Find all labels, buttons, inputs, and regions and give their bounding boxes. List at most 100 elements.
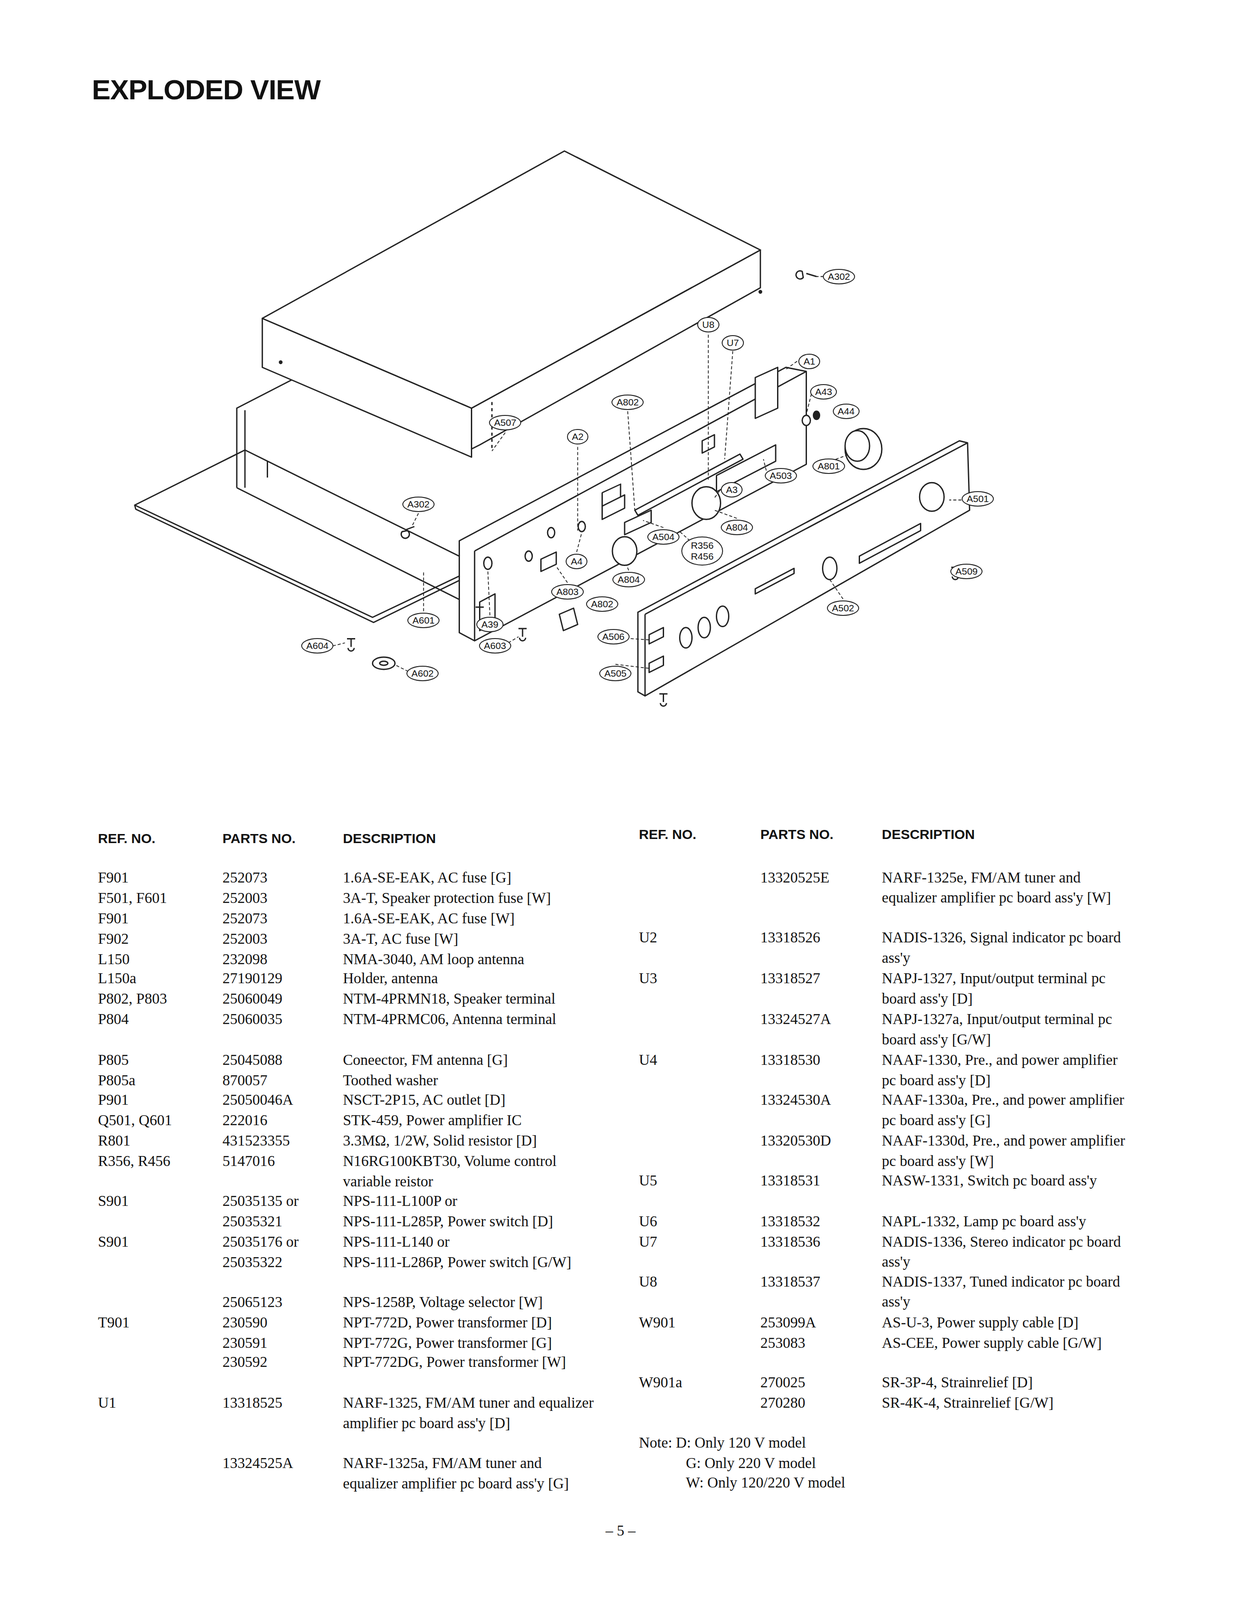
ref-number: U7	[639, 1232, 658, 1253]
part-description: NSCT-2P15, AC outlet [D]	[342, 1090, 601, 1111]
leader-lines	[332, 276, 962, 672]
part-description: NMA-3040, AM loop antenna	[342, 949, 601, 970]
part-number: 870057	[222, 1070, 268, 1091]
top-cover	[262, 151, 762, 458]
callout-number: A506	[597, 629, 630, 645]
part-number: 25035176 or	[222, 1232, 299, 1253]
callout-text: A803	[556, 586, 579, 598]
part-description: 1.6A-SE-EAK, AC fuse [W]	[342, 908, 601, 929]
drawing-stroke	[714, 490, 720, 499]
drawing-stroke	[679, 627, 693, 649]
callout-number: A603	[479, 638, 512, 654]
callout-number: A804	[720, 519, 753, 536]
callout-text: A504	[652, 531, 675, 543]
drawing-stroke	[802, 415, 811, 426]
callout-text: A2	[572, 431, 584, 443]
drawing-stroke	[645, 443, 968, 615]
drawing-stroke	[859, 523, 921, 564]
part-description: NADIS-1337, Tuned indicator pc board ass…	[881, 1271, 1130, 1313]
callout-text: A4	[570, 556, 583, 568]
drawing-stroke	[279, 361, 282, 364]
ref-number: P805	[97, 1050, 129, 1071]
ref-number: F902	[97, 928, 129, 950]
part-description: NPS-111-L285P, Power switch [D]	[342, 1211, 601, 1233]
callout-number: R356 R456	[681, 536, 723, 566]
screws	[347, 270, 960, 707]
callout-number: A803	[551, 584, 584, 600]
drawing-stroke	[262, 151, 761, 409]
drawing-stroke	[474, 551, 476, 641]
drawing-stroke	[759, 290, 762, 294]
ref-number: L150	[97, 949, 130, 970]
part-number: 13320530D	[760, 1130, 832, 1152]
callout-text: U7	[726, 337, 739, 349]
drawing-stroke	[578, 521, 586, 533]
drawing-stroke	[644, 614, 646, 697]
callout-text: A602	[411, 668, 434, 680]
callout-number: A504	[647, 529, 680, 545]
ref-number: P802, P803	[97, 988, 167, 1010]
ref-number: U8	[639, 1271, 658, 1293]
part-description: NARF-1325, FM/AM tuner and equalizer amp…	[342, 1393, 601, 1434]
callout-number: A502	[826, 600, 860, 617]
drawing-stroke	[236, 488, 465, 603]
drawing-stroke	[796, 270, 817, 279]
part-description: 1.6A-SE-EAK, AC fuse [G]	[342, 867, 601, 889]
part-number: 13318525	[222, 1393, 283, 1414]
callout-number: A601	[407, 612, 440, 629]
drawing-stroke	[488, 571, 491, 616]
front-panel	[637, 440, 970, 697]
drawing-stroke	[813, 411, 820, 420]
part-description: STK-459, Power amplifier IC	[342, 1110, 601, 1131]
column-header: DESCRIPTION	[881, 824, 975, 846]
ref-number: F901	[97, 908, 129, 929]
part-number: 13318531	[760, 1170, 821, 1192]
callout-text: A43	[815, 386, 832, 398]
page-number: – 5 –	[605, 1520, 636, 1542]
part-number: 25035322	[222, 1252, 283, 1273]
drawing-stroke	[379, 661, 388, 666]
callout-text: A501	[966, 493, 989, 505]
part-description: NPT-772G, Power transformer [G]	[342, 1333, 601, 1354]
part-number: 270280	[760, 1393, 806, 1414]
drawing-stroke	[698, 617, 711, 638]
part-description: SR-4K-4, Strainrelief [G/W]	[881, 1393, 1130, 1414]
part-number: 230592	[222, 1352, 268, 1373]
drawing-stroke	[559, 608, 578, 631]
callout-text: A801	[817, 460, 840, 472]
drawing-stroke	[626, 565, 630, 571]
ref-number: W901	[639, 1312, 676, 1334]
drawing-stroke	[556, 566, 568, 583]
part-description: NAPL-1332, Lamp pc board ass'y	[881, 1211, 1130, 1233]
ref-number: U2	[639, 927, 658, 949]
part-number: 13324527A	[760, 1009, 832, 1030]
drawing-stroke	[845, 430, 870, 462]
callout-number: A503	[764, 468, 797, 484]
part-description: NAPJ-1327, Input/output terminal pc boar…	[881, 968, 1130, 1009]
callout-number: A1	[798, 353, 821, 370]
ref-number: Q501, Q601	[97, 1110, 172, 1131]
column-header: PARTS NO.	[222, 828, 296, 850]
part-description: NARF-1325a, FM/AM tuner and equalizer am…	[342, 1453, 601, 1494]
part-description: Toothed washer	[342, 1070, 601, 1091]
callout-number: A602	[406, 665, 439, 682]
callout-number: A302	[402, 496, 435, 513]
callout-text: A44	[837, 405, 855, 417]
callout-text: A1	[803, 356, 816, 367]
callout-number: A802	[586, 596, 619, 612]
part-number: 5147016	[222, 1151, 276, 1172]
part-description: 3.3MΩ, 1/2W, Solid resistor [D]	[342, 1130, 601, 1152]
ref-number: U1	[97, 1393, 117, 1414]
part-description: Coneector, FM antenna [G]	[342, 1050, 601, 1071]
ref-number: P804	[97, 1009, 129, 1030]
part-number: 252073	[222, 867, 268, 889]
ref-number: U6	[639, 1211, 658, 1233]
column-header: DESCRIPTION	[342, 828, 436, 850]
part-description: NTM-4PRMN18, Speaker terminal	[342, 988, 601, 1010]
part-number: 13318526	[760, 927, 821, 949]
part-number: 230590	[222, 1312, 268, 1334]
drawing-stroke	[508, 636, 519, 644]
part-number: 13318527	[760, 968, 821, 989]
drawing-stroke	[236, 372, 307, 488]
